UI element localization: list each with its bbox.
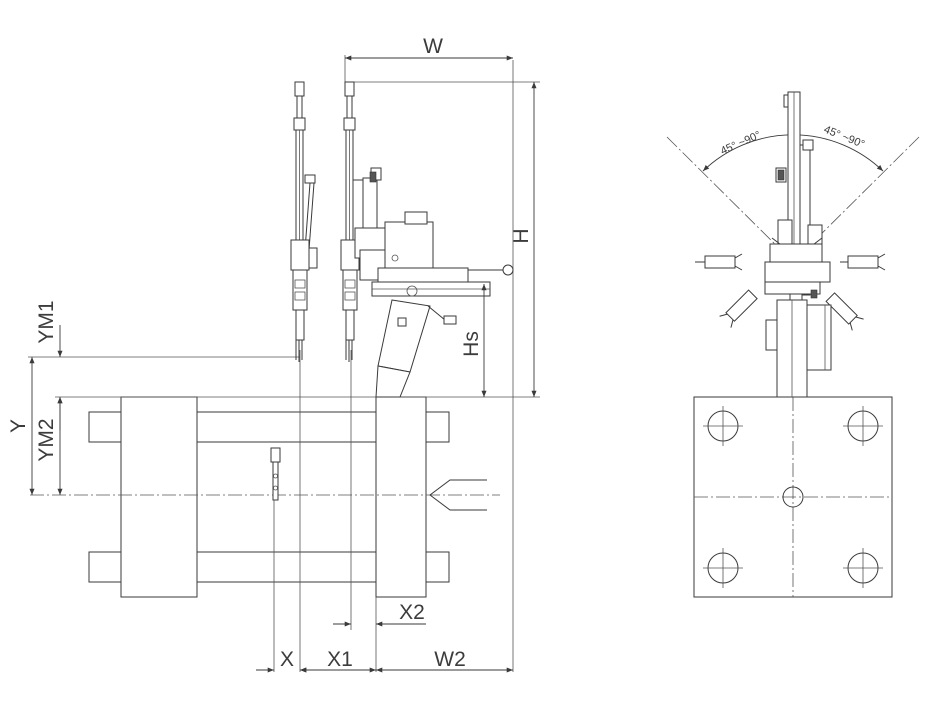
angle-line-left xyxy=(666,136,794,263)
dim-hs-label: Hs xyxy=(460,331,483,357)
dim-w-label: W xyxy=(423,35,443,58)
dim-ym1-label: YM1 xyxy=(35,300,58,343)
robot-arm-main xyxy=(340,81,386,362)
robot-arm-retracted xyxy=(290,81,318,362)
robot-head-unit xyxy=(371,211,514,398)
dim-x2-label: X2 xyxy=(399,601,425,624)
gripper-left-angled xyxy=(719,289,758,328)
gripper-in-mold xyxy=(270,447,281,501)
cylinder-cap-dark xyxy=(369,171,377,183)
mast-bracket-dark xyxy=(777,169,785,181)
valve-dark xyxy=(810,289,818,299)
fixed-platen xyxy=(375,396,427,598)
dim-ym2-label: YM2 xyxy=(35,418,58,461)
angle-label-left: 45° ~90° xyxy=(719,129,763,157)
angle-label-right: 45° ~90° xyxy=(822,124,866,151)
gripper-right-angled xyxy=(825,292,864,331)
injection-nozzle xyxy=(429,479,487,511)
dim-h-label: H xyxy=(510,228,533,243)
moving-platen xyxy=(120,396,198,598)
tie-bar-holes xyxy=(703,406,883,588)
dim-x1-label: X1 xyxy=(327,648,353,671)
dim-w2-label: W2 xyxy=(434,648,466,671)
angle-line-right xyxy=(792,136,920,263)
dim-x-label: X xyxy=(280,648,294,671)
gripper-right-horizontal xyxy=(840,253,886,271)
gripper-left-horizontal xyxy=(695,253,743,271)
robot-front-view: 45° ~90° 45° ~90° xyxy=(666,91,920,398)
machine-platen-front-view xyxy=(693,396,893,598)
molding-machine-top-view xyxy=(30,396,500,598)
dim-y-label: Y xyxy=(7,419,30,433)
